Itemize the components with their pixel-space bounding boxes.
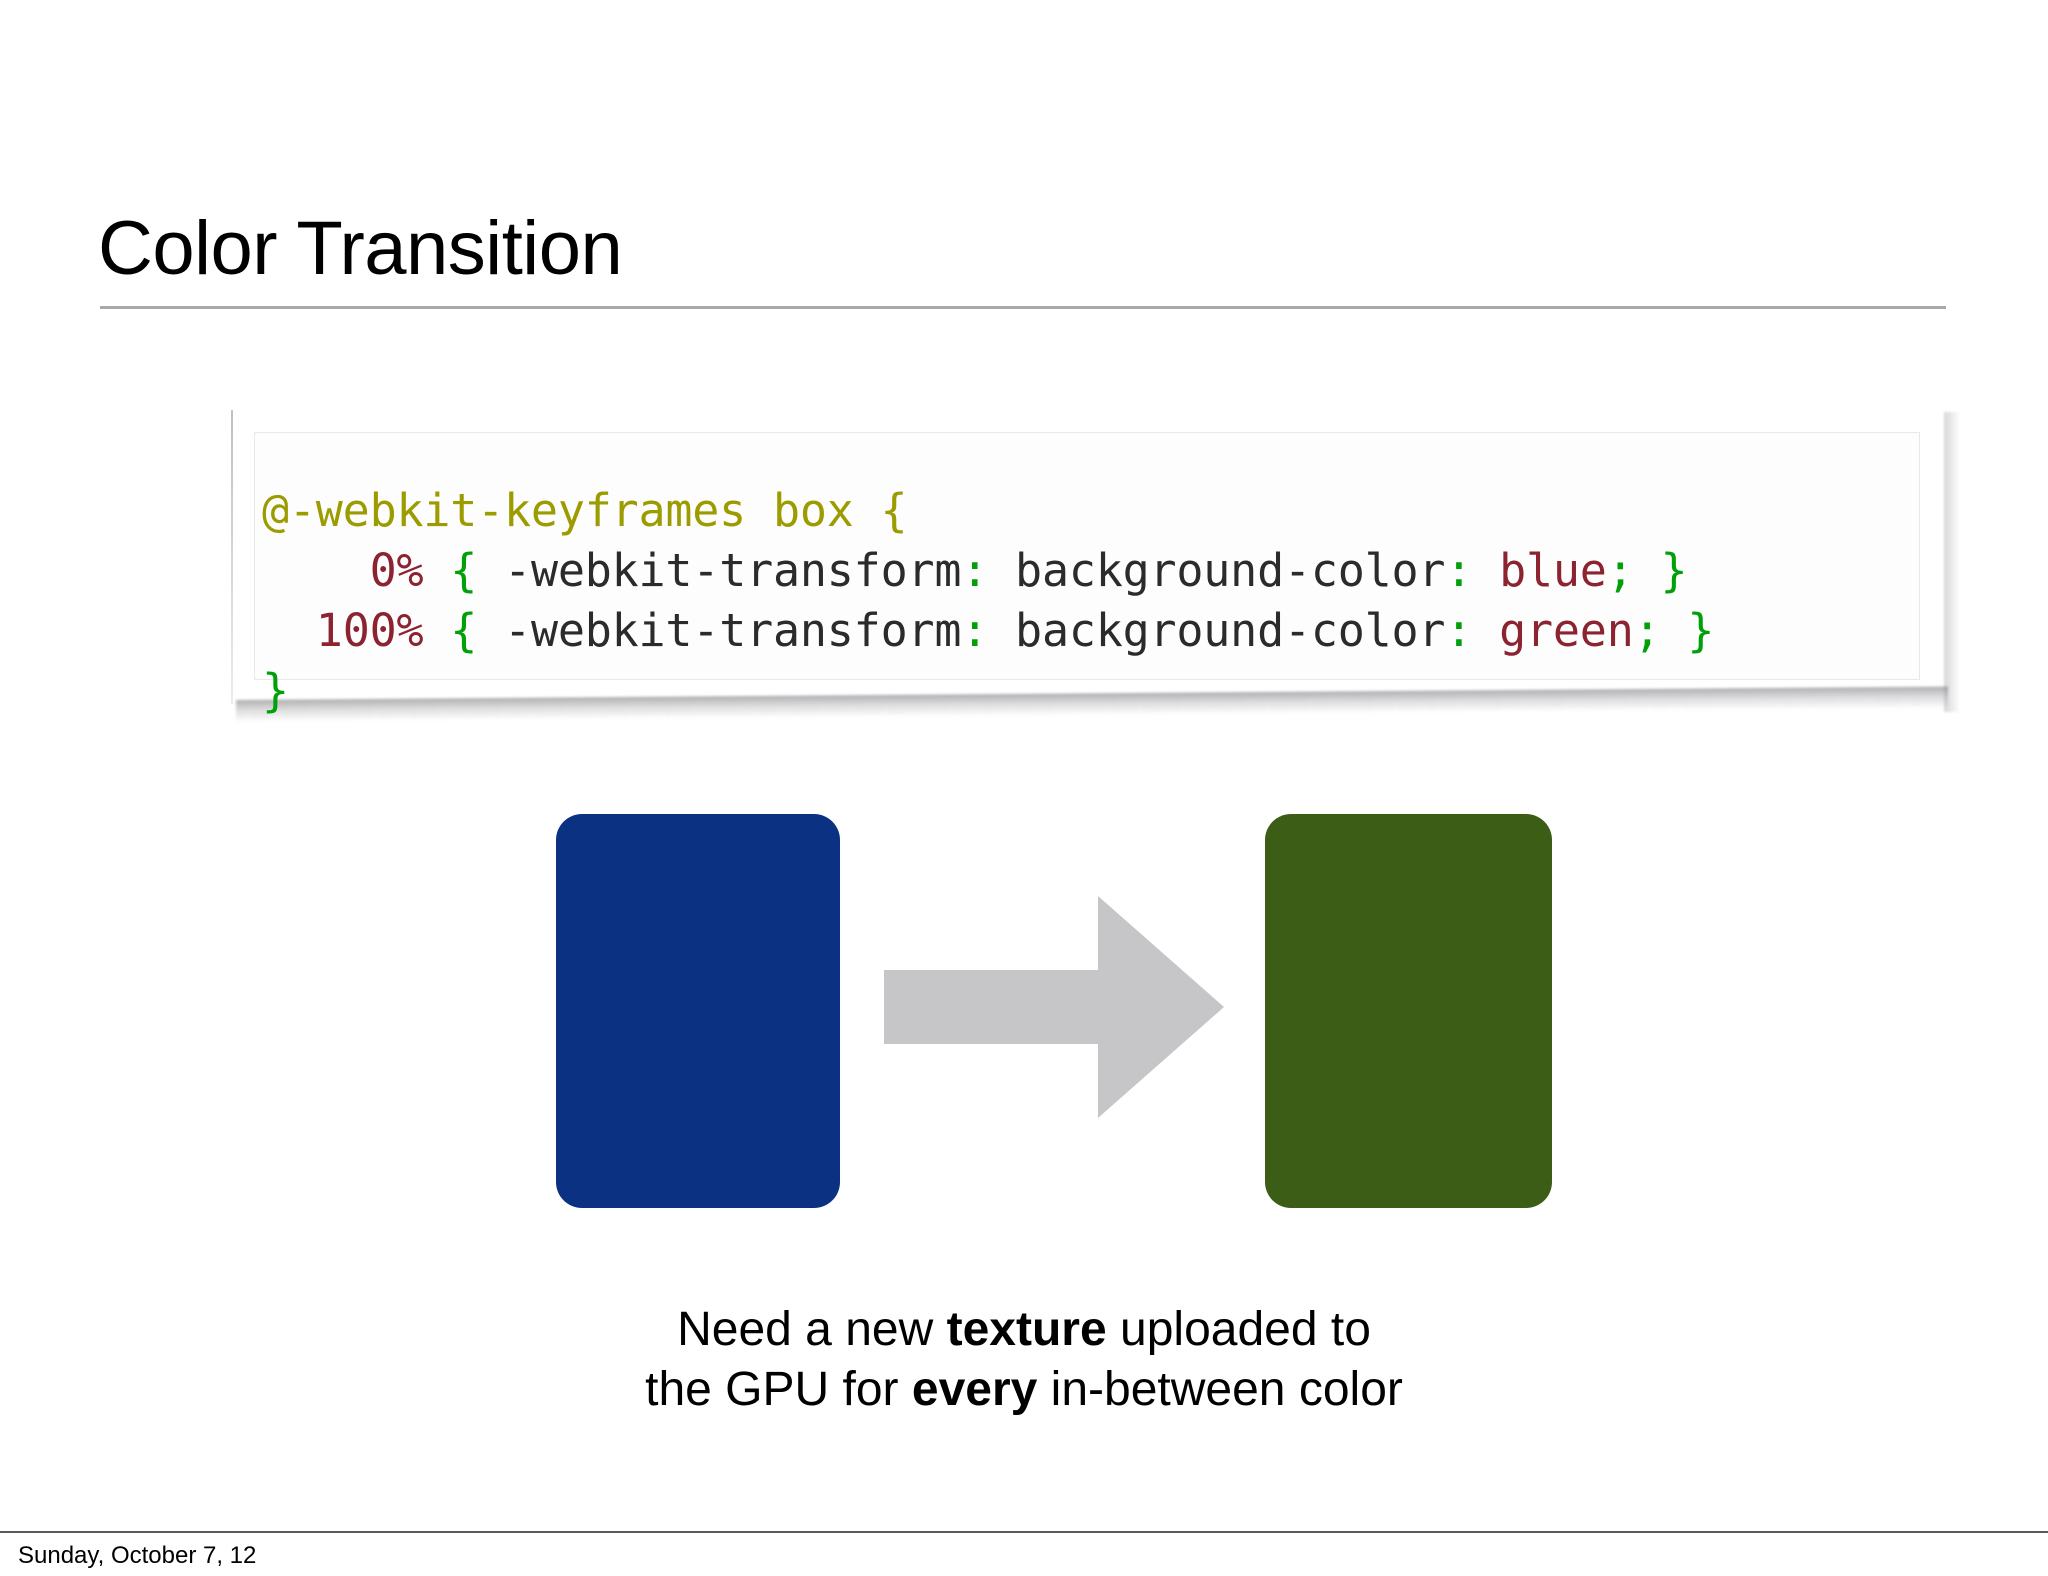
code-line: } bbox=[262, 664, 289, 717]
caption-line1-before: Need a new bbox=[677, 1303, 947, 1356]
code-token-atrule: @-webkit-keyframes box { bbox=[262, 484, 908, 537]
caption-line-1: Need a new texture uploaded to bbox=[0, 1300, 2048, 1360]
code-line: 0% { -webkit-transform: background-color… bbox=[262, 544, 1688, 597]
code-token-brace: } bbox=[1660, 544, 1688, 597]
code-token-brace: { bbox=[450, 604, 478, 657]
blue-box bbox=[556, 814, 840, 1208]
caption-line2-after: in-between color bbox=[1037, 1363, 1403, 1416]
code-token-brace: } bbox=[262, 664, 289, 717]
caption-line2-bold: every bbox=[911, 1363, 1038, 1416]
code-token-prop: background-color bbox=[988, 544, 1446, 597]
code-token-percent: 0% bbox=[369, 544, 424, 597]
code-token-percent: 100% bbox=[315, 604, 424, 657]
code-token-prop: background-color bbox=[988, 604, 1446, 657]
code-token-punct: : bbox=[1445, 544, 1473, 597]
caption-line-2: the GPU for every in-between color bbox=[0, 1360, 2048, 1420]
code-token-value: green bbox=[1472, 604, 1634, 657]
caption-line1-after: uploaded to bbox=[1106, 1303, 1371, 1356]
code-snippet: @-webkit-keyframes box { 0% { -webkit-tr… bbox=[262, 481, 1715, 721]
code-token-prop: -webkit-transform bbox=[477, 604, 962, 657]
code-token-space bbox=[1634, 544, 1661, 597]
code-token-indent bbox=[262, 604, 316, 657]
code-token-prop: -webkit-transform bbox=[477, 544, 962, 597]
code-card-left-edge bbox=[231, 410, 233, 704]
code-token-punct: ; bbox=[1633, 604, 1661, 657]
code-line: @-webkit-keyframes box { bbox=[262, 484, 908, 537]
code-token-punct: : bbox=[961, 544, 989, 597]
code-token-space bbox=[1661, 604, 1688, 657]
caption-line1-bold: texture bbox=[946, 1303, 1107, 1356]
code-inner-frame bbox=[254, 432, 1920, 680]
code-token-brace: } bbox=[1687, 604, 1715, 657]
code-token-punct: : bbox=[1445, 604, 1473, 657]
code-token-indent bbox=[262, 544, 370, 597]
right-arrow-icon bbox=[884, 896, 1224, 1118]
code-token-value: blue bbox=[1472, 544, 1607, 597]
footer-date: Sunday, October 7, 12 bbox=[18, 1542, 257, 1569]
footer-divider bbox=[0, 1531, 2048, 1533]
code-line: 100% { -webkit-transform: background-col… bbox=[262, 604, 1715, 657]
code-token-space bbox=[423, 604, 450, 657]
caption-line2-before: the GPU for bbox=[645, 1363, 912, 1416]
code-token-punct: : bbox=[961, 604, 989, 657]
title-divider bbox=[100, 306, 1946, 309]
green-box bbox=[1265, 814, 1552, 1208]
caption-text: Need a new texture uploaded to the GPU f… bbox=[0, 1300, 2048, 1420]
page-title: Color Transition bbox=[98, 205, 623, 291]
code-token-space bbox=[423, 544, 450, 597]
code-token-punct: ; bbox=[1606, 544, 1634, 597]
code-card-right-shadow bbox=[1944, 412, 1960, 712]
code-token-brace: { bbox=[450, 544, 478, 597]
